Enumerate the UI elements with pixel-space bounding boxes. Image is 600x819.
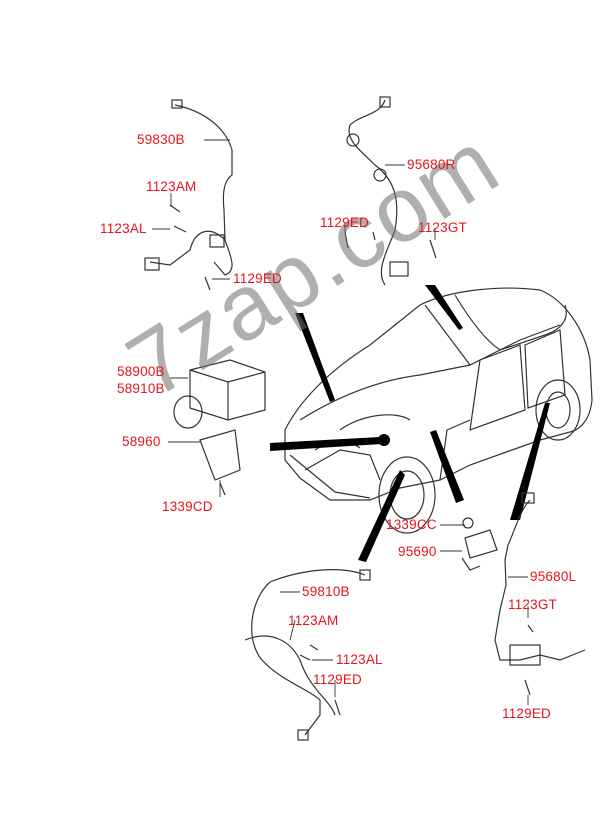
part-label-59830b[interactable]: 59830B [137,132,185,147]
part-label-1339cc[interactable]: 1339CC [386,517,437,532]
front-left-sensor-cable [244,569,371,741]
yaw-rate-sensor [461,517,498,571]
part-label-95680r[interactable]: 95680R [407,157,456,172]
part-label-59810b[interactable]: 59810B [302,584,350,599]
part-label-58910b[interactable]: 58910B [117,381,165,396]
part-label-1339cd[interactable]: 1339CD [162,499,213,514]
part-label-1129ed[interactable]: 1129ED [320,215,369,230]
rear-right-sensor [344,96,437,286]
part-label-1129ed[interactable]: 1129ED [313,672,362,687]
part-label-1123gt[interactable]: 1123GT [508,597,557,612]
car-illustration [284,287,593,534]
leader-lines [152,139,529,705]
part-label-95680l[interactable]: 95680L [530,569,577,584]
part-label-58900b[interactable]: 58900B [117,364,165,379]
rear-left-sensor [494,492,586,696]
part-label-1123gt[interactable]: 1123GT [418,220,467,235]
part-label-1129ed[interactable]: 1129ED [502,706,551,721]
part-label-58960[interactable]: 58960 [122,434,161,449]
part-label-1123am[interactable]: 1123AM [146,179,197,194]
hecu-module [173,359,266,496]
part-label-95690[interactable]: 95690 [398,544,437,559]
pointer-arrows [270,285,550,562]
front-right-sensor-cable [144,99,233,291]
part-label-1129ed[interactable]: 1129ED [233,271,282,286]
part-label-1123al[interactable]: 1123AL [100,221,147,236]
part-label-1123al[interactable]: 1123AL [336,652,383,667]
part-label-1123am[interactable]: 1123AM [288,613,339,628]
